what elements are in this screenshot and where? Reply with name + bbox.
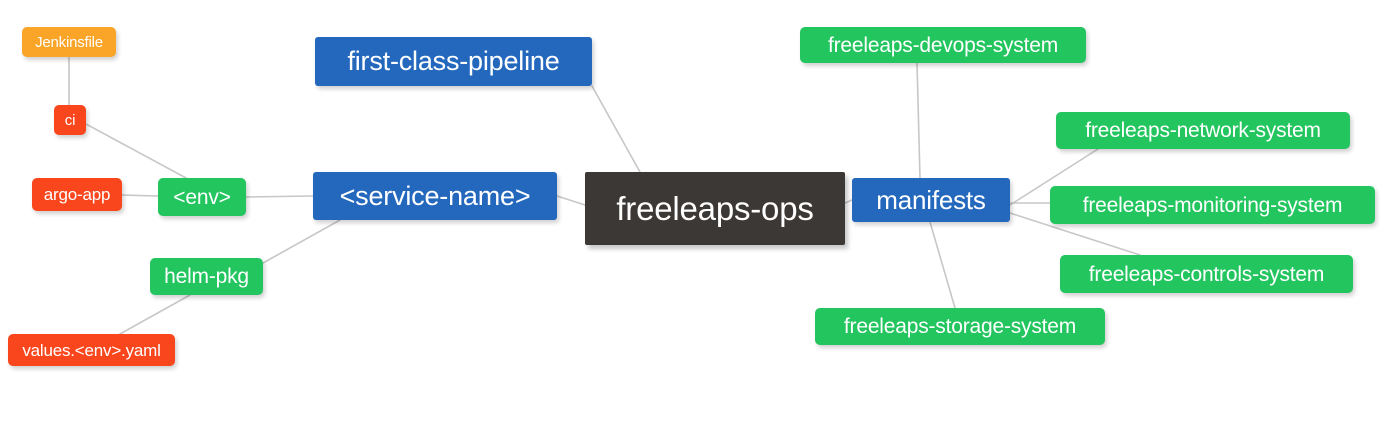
edge-freeleaps-ops-to-service-name: [556, 195, 586, 206]
mindmap-node-label: manifests: [876, 185, 986, 215]
edge-env-to-argo-app: [121, 194, 159, 197]
mindmap-node-label: ci: [64, 111, 76, 129]
mindmap-node-label: freeleaps-devops-system: [828, 33, 1058, 57]
edge-helm-pkg-to-values-env-yaml: [119, 294, 191, 335]
mindmap-node-jenkinsfile[interactable]: Jenkinsfile: [22, 27, 116, 57]
mindmap-node-label: freeleaps-controls-system: [1088, 262, 1325, 286]
mindmap-node-env[interactable]: <env>: [158, 178, 246, 216]
mindmap-node-manifests[interactable]: manifests: [852, 178, 1010, 222]
mindmap-node-helm-pkg[interactable]: helm-pkg: [150, 258, 263, 295]
mindmap-node-label: Jenkinsfile: [35, 33, 103, 51]
mindmap-node-label: freeleaps-monitoring-system: [1082, 193, 1343, 217]
edge-freeleaps-ops-to-first-class-pipeline: [591, 85, 641, 173]
edge-service-name-to-env: [245, 195, 314, 198]
mindmap-node-freeleaps-network-system[interactable]: freeleaps-network-system: [1056, 112, 1350, 149]
mindmap-node-freeleaps-devops-system[interactable]: freeleaps-devops-system: [800, 27, 1086, 63]
mindmap-node-label: freeleaps-storage-system: [843, 315, 1077, 338]
mindmap-node-label: values.<env>.yaml: [22, 340, 161, 360]
mindmap-node-label: argo-app: [43, 185, 111, 204]
mindmap-node-freeleaps-controls-system[interactable]: freeleaps-controls-system: [1060, 255, 1353, 293]
mindmap-node-label: helm-pkg: [164, 265, 249, 288]
edge-service-name-to-helm-pkg: [262, 219, 341, 264]
mindmap-node-label: <env>: [173, 185, 231, 209]
edge-freeleaps-ops-to-manifests: [844, 199, 853, 204]
mindmap-node-argo-app[interactable]: argo-app: [32, 178, 122, 211]
mindmap-node-label: freeleaps-network-system: [1085, 119, 1321, 142]
mindmap-node-ci[interactable]: ci: [54, 105, 86, 135]
mindmap-node-freeleaps-monitoring-system[interactable]: freeleaps-monitoring-system: [1050, 186, 1375, 224]
mindmap-node-label: first-class-pipeline: [347, 46, 560, 76]
edge-manifests-to-freeleaps-storage-system: [929, 221, 956, 309]
mindmap-node-first-class-pipeline[interactable]: first-class-pipeline: [315, 37, 592, 86]
mindmap-node-label: <service-name>: [339, 180, 531, 211]
edge-env-to-ci: [85, 123, 187, 179]
mindmap-node-values-env-yaml[interactable]: values.<env>.yaml: [8, 334, 175, 366]
mindmap-node-freeleaps-storage-system[interactable]: freeleaps-storage-system: [815, 308, 1105, 345]
edge-manifests-to-freeleaps-devops-system: [916, 62, 921, 179]
mindmap-node-label: freeleaps-ops: [616, 190, 814, 227]
mindmap-node-service-name[interactable]: <service-name>: [313, 172, 557, 220]
mindmap-node-freeleaps-ops[interactable]: freeleaps-ops: [585, 172, 845, 245]
